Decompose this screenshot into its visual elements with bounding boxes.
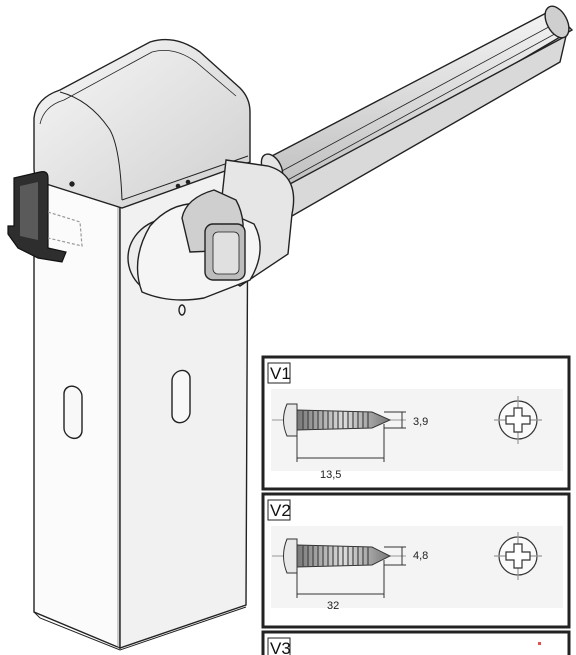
dim-v2-length: 32 [327,600,339,612]
phillips-head-v1-icon [494,396,542,444]
screw-v1-icon [272,403,406,462]
cabinet-cover [33,38,251,209]
arm-rest-bracket [7,171,83,263]
arm-holder-hub [127,159,295,316]
panel-v3-id: V3 [270,639,291,655]
panel-v2-id: V2 [270,501,291,520]
screw-v2-icon [272,538,406,598]
dim-v2-diameter: 4,8 [413,550,428,562]
phillips-head-v2-icon [494,532,542,580]
cabinet-slots [63,369,191,440]
screw-panel-v2: V2 32 4,8 [261,492,571,629]
barrier-arm [260,5,574,222]
panel-v1-id: V1 [270,364,291,383]
dim-v1-diameter: 3,9 [413,416,428,428]
screw-panel-v1: V1 13,5 3,9 [261,355,571,491]
dim-v1-length: 13,5 [320,469,341,481]
screw-panel-v3: V3 [261,630,571,655]
